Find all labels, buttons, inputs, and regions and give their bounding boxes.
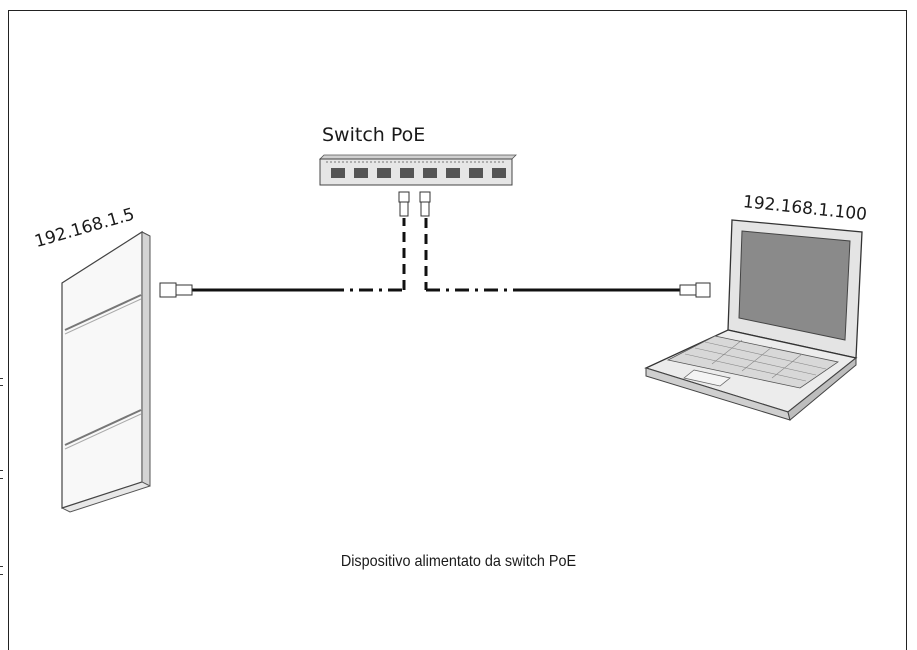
wall-panel-device [61, 230, 151, 513]
diagram-caption: Dispositivo alimentato da switch PoE [340, 553, 577, 570]
ethernet-cable-laptop [424, 218, 680, 292]
margin-tick [0, 574, 3, 575]
poe-switch [319, 154, 517, 186]
margin-tick [0, 470, 3, 471]
rj45-plug-left [159, 282, 193, 298]
rj45-plug-right [679, 282, 711, 298]
margin-tick [0, 566, 3, 567]
switch-connectors [398, 191, 431, 217]
ethernet-cable-panel [192, 218, 406, 292]
network-diagram [61, 154, 863, 513]
diagram-frame [8, 10, 907, 650]
switch-label: Switch PoE [322, 124, 426, 146]
laptop [644, 219, 863, 421]
margin-tick [0, 385, 3, 386]
margin-tick [0, 378, 3, 379]
margin-tick [0, 478, 3, 479]
